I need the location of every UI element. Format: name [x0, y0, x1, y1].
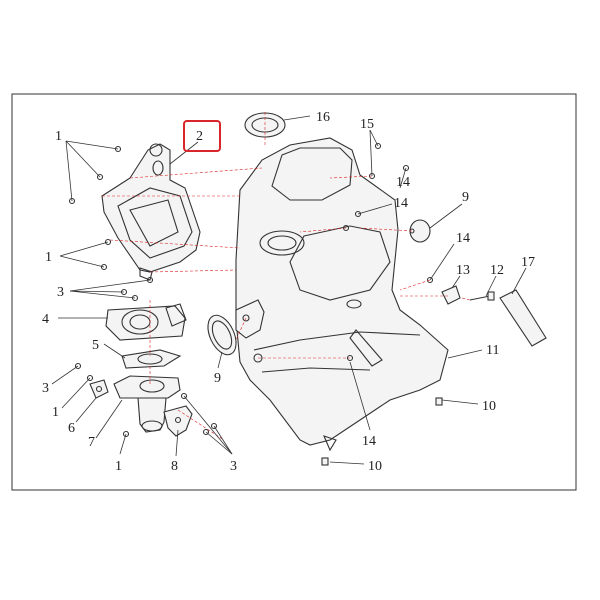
part-2-inner-panel[interactable] [101, 143, 201, 281]
part-10-clips[interactable] [321, 397, 443, 466]
callout-9-right[interactable]: 9 [462, 190, 469, 205]
callout-3-left[interactable]: 3 [42, 381, 49, 396]
callout-11[interactable]: 11 [486, 343, 499, 358]
part-17-strip[interactable] [499, 289, 547, 347]
callout-3-bottom[interactable]: 3 [230, 459, 237, 474]
callout-16[interactable]: 16 [316, 110, 330, 125]
callout-1-left[interactable]: 1 [52, 405, 59, 420]
callout-10-bottom[interactable]: 10 [368, 459, 382, 474]
leader-lines [51, 115, 527, 465]
part-9-grille-left[interactable] [202, 311, 242, 359]
callout-17[interactable]: 17 [521, 255, 535, 270]
callout-labels: 1 2 1 3 4 5 3 1 6 7 1 8 3 9 16 15 14 14 … [42, 110, 535, 474]
callout-2-highlight [183, 120, 221, 152]
assembly-centerlines [102, 112, 471, 441]
callout-4[interactable]: 4 [42, 312, 49, 327]
callout-1-mid[interactable]: 1 [45, 250, 52, 265]
part-6-bracket[interactable] [89, 379, 109, 399]
callout-3-top[interactable]: 3 [57, 285, 64, 300]
part-12-bolt[interactable] [469, 291, 495, 301]
callout-8[interactable]: 8 [171, 459, 178, 474]
part-5-gasket[interactable] [121, 349, 182, 369]
callout-2[interactable]: 2 [196, 129, 203, 144]
callout-14-top[interactable]: 14 [396, 175, 410, 190]
screws[interactable] [68, 145, 218, 438]
part-7-filler-neck[interactable] [113, 375, 181, 433]
part-11-front-cover[interactable] [235, 137, 449, 452]
screws-right[interactable] [342, 142, 434, 362]
part-4-lock-housing[interactable] [105, 303, 187, 341]
callout-14-bottom[interactable]: 14 [362, 434, 376, 449]
callout-1-bottom[interactable]: 1 [115, 459, 122, 474]
callout-15[interactable]: 15 [360, 117, 374, 132]
part-8-bracket[interactable] [163, 405, 193, 437]
callout-9-left[interactable]: 9 [214, 371, 221, 386]
callout-7[interactable]: 7 [88, 435, 95, 450]
callout-5[interactable]: 5 [92, 338, 99, 353]
callout-14-right[interactable]: 14 [456, 231, 470, 246]
part-9-cap-right[interactable] [409, 219, 431, 243]
callout-14-mid[interactable]: 14 [394, 196, 408, 211]
diagram-frame [11, 93, 577, 491]
callout-12[interactable]: 12 [490, 263, 504, 278]
callout-13[interactable]: 13 [456, 263, 470, 278]
part-13-clip[interactable] [441, 285, 461, 305]
callout-10-right[interactable]: 10 [482, 399, 496, 414]
callout-1-top[interactable]: 1 [55, 129, 62, 144]
callout-6[interactable]: 6 [68, 421, 75, 436]
